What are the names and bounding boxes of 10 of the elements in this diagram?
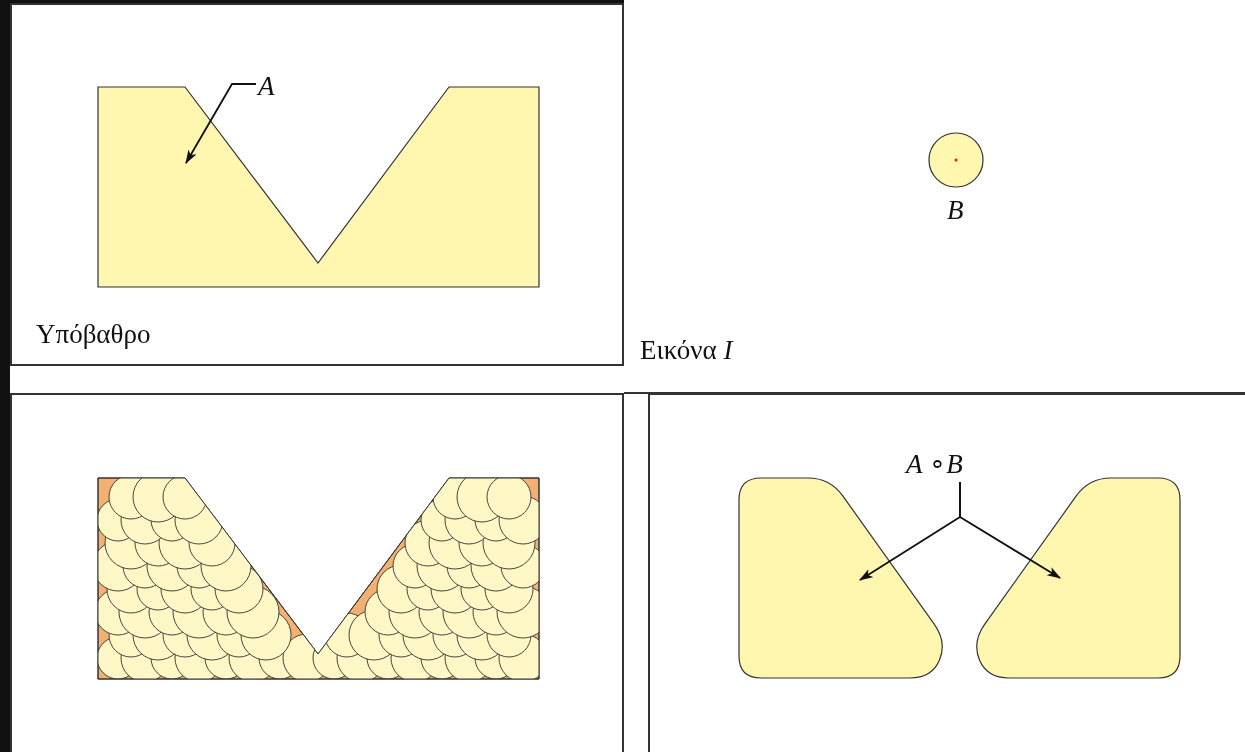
label-text: B <box>947 194 964 227</box>
label-text: A ∘B <box>906 448 963 481</box>
panel-caption: Υπόβαθρο <box>36 317 151 350</box>
label-text: A <box>258 70 275 103</box>
panel <box>10 3 624 366</box>
arrow <box>959 481 1061 579</box>
figure-label: Εικόνα I <box>640 334 733 367</box>
leader-line <box>185 83 257 164</box>
panel <box>648 393 1245 752</box>
panel <box>10 393 624 752</box>
